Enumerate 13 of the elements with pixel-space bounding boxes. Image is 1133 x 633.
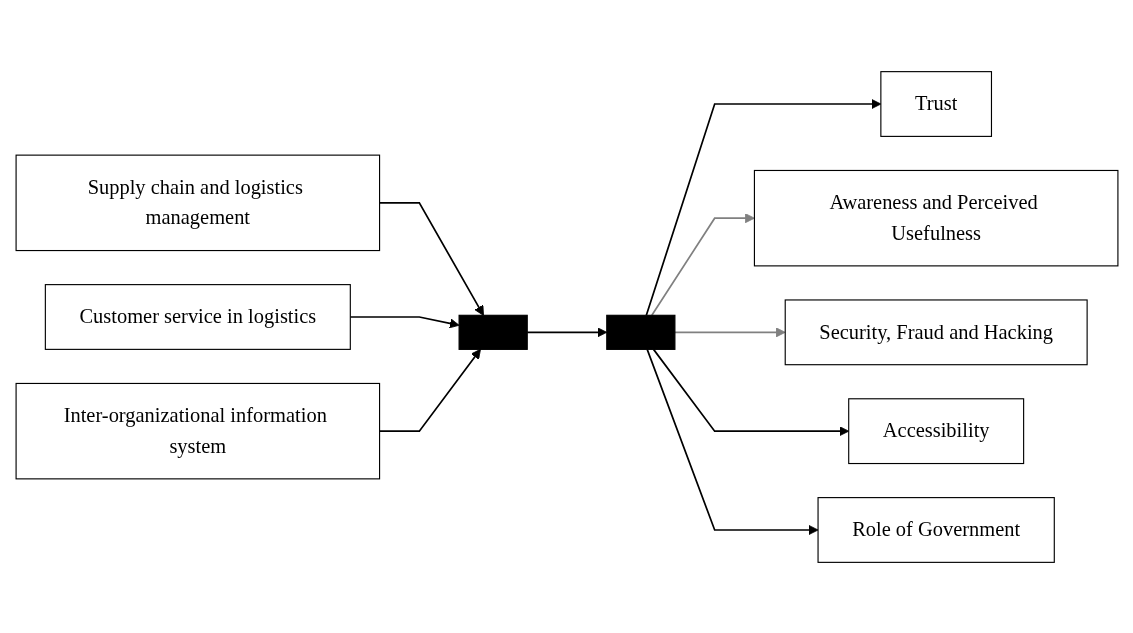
- node-box: Awareness and Perceived Usefulness: [753, 169, 1118, 266]
- node-bar: [458, 314, 528, 350]
- arrow: [652, 348, 849, 436]
- node-box: Customer service in logistics: [44, 283, 351, 350]
- node-box: Supply chain and logistics management: [15, 154, 380, 251]
- node-box: Inter-organizational information system: [15, 382, 380, 479]
- arrow: [645, 98, 881, 316]
- node-box: Trust: [879, 70, 992, 137]
- node-box: Role of Government: [816, 496, 1055, 563]
- arrow: [645, 348, 818, 535]
- node-box: Accessibility: [847, 397, 1024, 464]
- node-bar: [605, 314, 675, 350]
- node-box: Security, Fraud and Hacking: [784, 298, 1088, 365]
